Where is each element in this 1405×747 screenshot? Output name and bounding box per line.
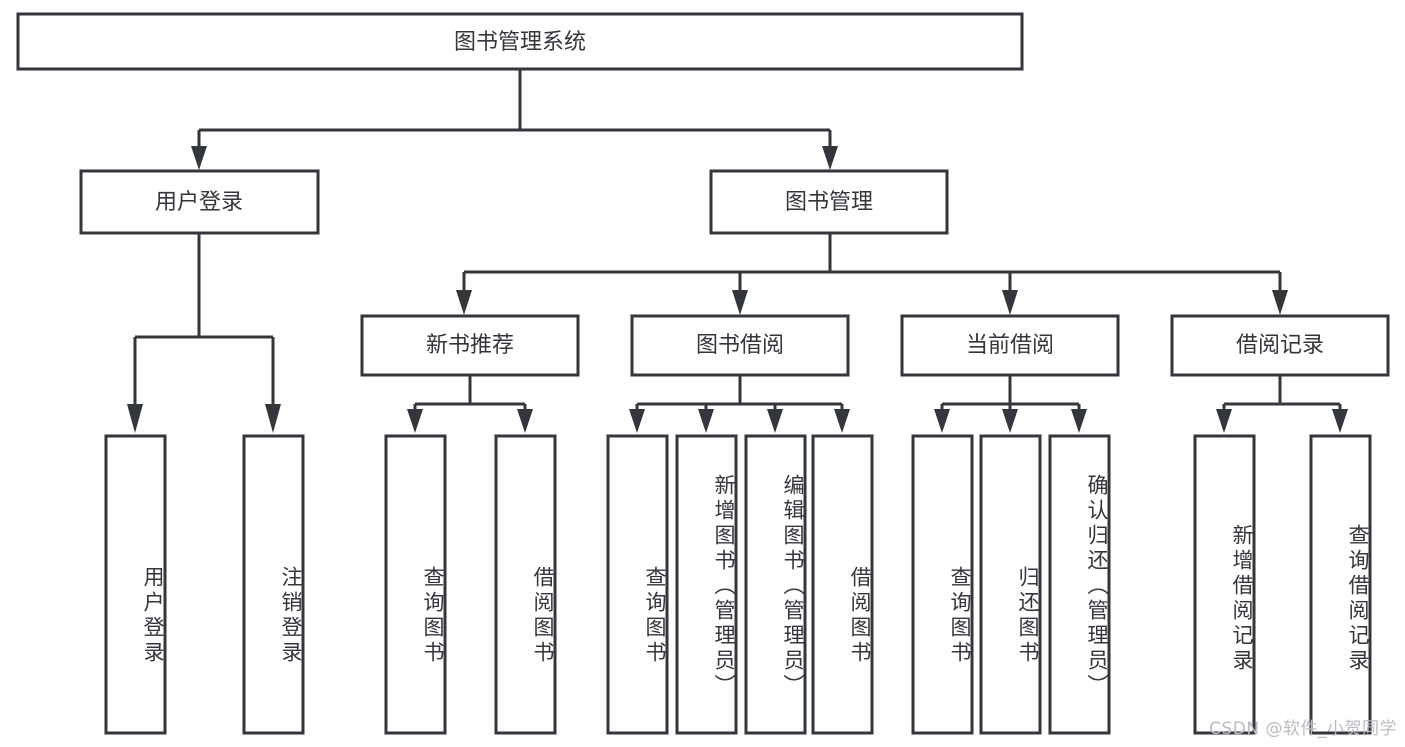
arrow-to-current bbox=[1002, 290, 1018, 315]
arrow-to-borrow bbox=[732, 290, 748, 315]
label-book-management: 图书管理 bbox=[785, 190, 873, 215]
arrow-leaf-query-book-b bbox=[629, 409, 645, 433]
arrow-leaf-confirm-return bbox=[1071, 409, 1087, 433]
node-box-leaf-borrow-book-a[interactable] bbox=[494, 434, 557, 735]
arrow-leaf-query-book-c bbox=[934, 409, 950, 433]
arrow-leaf-user-login bbox=[127, 404, 143, 433]
node-box-leaf-query-book-a[interactable] bbox=[384, 434, 447, 735]
arrow-leaf-borrow-book-a bbox=[517, 409, 533, 433]
node-box-leaf-user-login[interactable] bbox=[104, 434, 167, 735]
arrow-to-user-login bbox=[191, 146, 207, 170]
csdn-watermark: CSDN @软件_小贺同学 bbox=[1209, 719, 1397, 739]
arrow-leaf-query-book-a bbox=[407, 409, 423, 433]
node-box-leaf-query-record[interactable] bbox=[1309, 434, 1372, 735]
arrow-leaf-edit-book bbox=[767, 409, 783, 433]
node-box-leaf-return-book[interactable] bbox=[979, 434, 1042, 735]
arrow-leaf-query-record bbox=[1332, 409, 1348, 433]
node-box-group bbox=[16, 12, 1390, 735]
node-box-leaf-add-record[interactable] bbox=[1193, 434, 1256, 735]
arrow-to-record bbox=[1272, 290, 1288, 315]
arrow-leaf-return-book bbox=[1002, 409, 1018, 433]
node-box-book-management[interactable] bbox=[709, 169, 949, 235]
connector-group bbox=[127, 69, 1348, 433]
label-current-borrow: 当前借阅 bbox=[966, 333, 1054, 358]
label-book-borrow: 图书借阅 bbox=[696, 333, 784, 358]
arrow-leaf-borrow-book-b bbox=[834, 409, 850, 433]
arrow-leaf-add-book bbox=[698, 409, 714, 433]
node-box-borrow-record[interactable] bbox=[1170, 314, 1390, 377]
node-box-leaf-query-book-c[interactable] bbox=[911, 434, 974, 735]
label-borrow-record: 借阅记录 bbox=[1236, 333, 1324, 358]
node-box-leaf-edit-book[interactable] bbox=[744, 434, 807, 735]
node-box-leaf-query-book-b[interactable] bbox=[606, 434, 669, 735]
arrow-leaf-logout bbox=[265, 404, 281, 433]
arrow-leaf-add-record bbox=[1216, 409, 1232, 433]
node-box-leaf-confirm-return[interactable] bbox=[1048, 434, 1111, 735]
node-box-new-book-recommend[interactable] bbox=[360, 314, 580, 377]
node-label-group: 图书管理系统 用户登录 图书管理 新书推荐 图书借阅 当前借阅 借阅记录 bbox=[155, 30, 1324, 358]
node-box-root[interactable] bbox=[16, 12, 1024, 71]
node-box-leaf-add-book[interactable] bbox=[675, 434, 738, 735]
arrow-to-book-mgmt bbox=[822, 146, 838, 170]
node-box-leaf-borrow-book-b[interactable] bbox=[811, 434, 874, 735]
node-box-user-login[interactable] bbox=[79, 169, 320, 235]
arrow-to-newbook bbox=[456, 290, 472, 315]
node-box-current-borrow[interactable] bbox=[900, 314, 1120, 377]
label-new-book-recommend: 新书推荐 bbox=[426, 333, 514, 358]
label-user-login: 用户登录 bbox=[155, 190, 243, 215]
node-box-book-borrow[interactable] bbox=[630, 314, 850, 377]
node-box-leaf-logout[interactable] bbox=[242, 434, 305, 735]
label-root: 图书管理系统 bbox=[454, 30, 586, 55]
